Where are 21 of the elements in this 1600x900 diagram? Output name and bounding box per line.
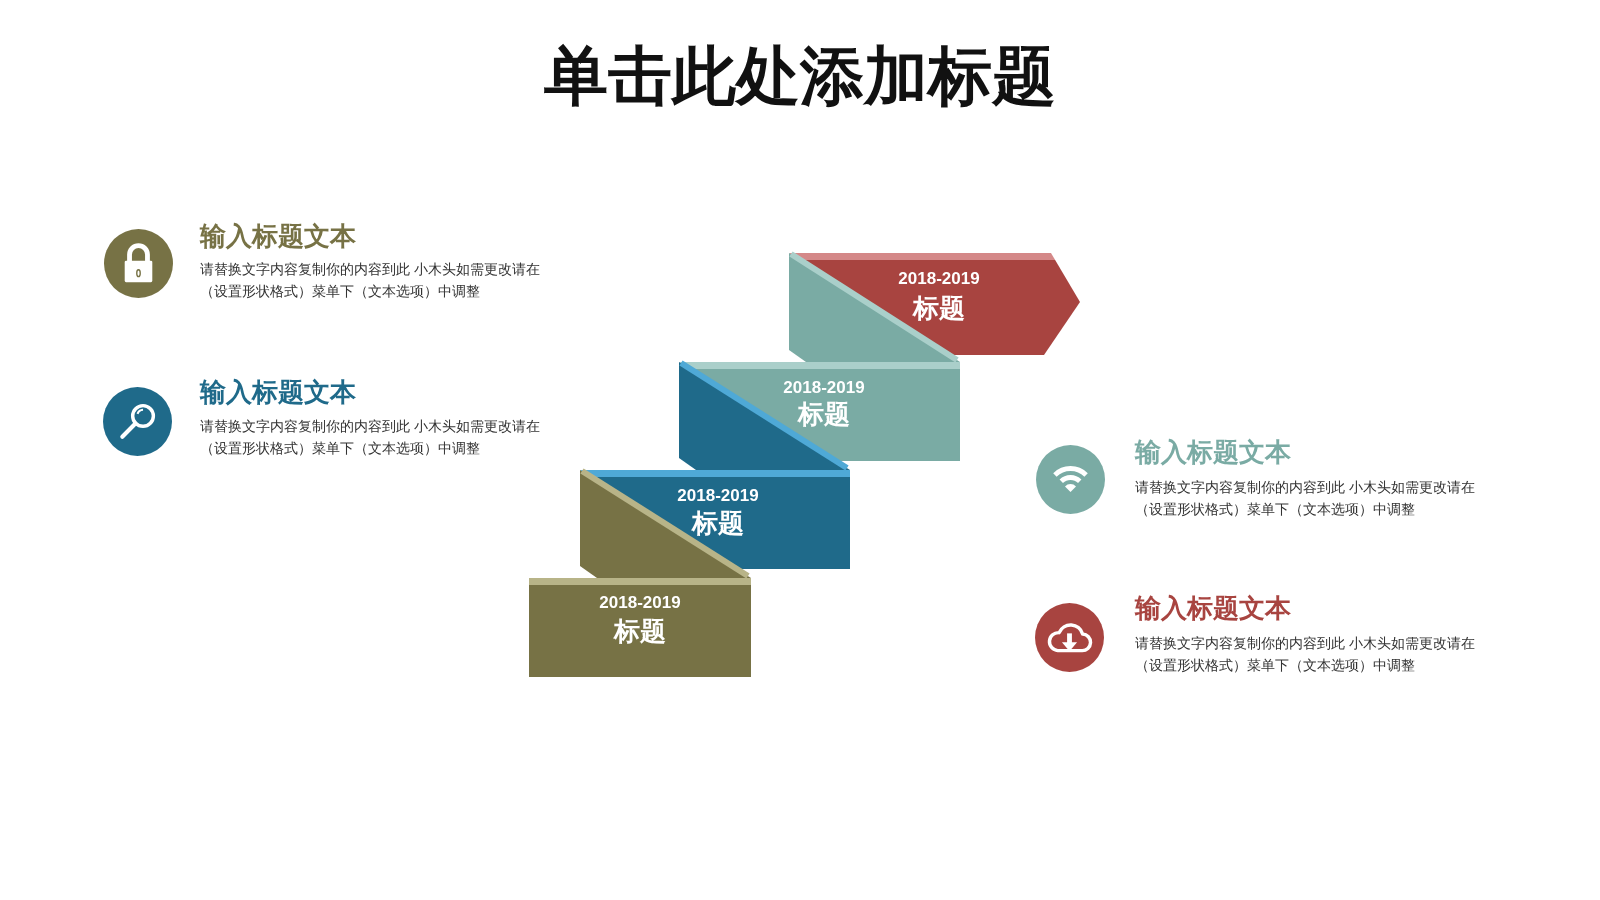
step-title: 标题 (692, 508, 744, 538)
item-heading: 输入标题文本 (1135, 436, 1291, 468)
step-box (679, 362, 960, 461)
item-description: 请替换文字内容复制你的内容到此 小木头如需更改请在（设置形状格式）菜单下（文本选项）中调整 (200, 260, 542, 301)
item-heading: 输入标题文本 (200, 376, 356, 408)
step-title: 标题 (614, 616, 666, 646)
title: 单击此处添加标题 (544, 38, 1056, 115)
step-year: 2018-2019 (599, 593, 681, 613)
step-year: 2018-2019 (783, 378, 865, 398)
step-year: 2018-2019 (898, 269, 980, 289)
step-title: 标题 (913, 293, 965, 323)
step-box (580, 470, 850, 569)
step-title: 标题 (798, 399, 850, 429)
step-year: 2018-2019 (677, 486, 759, 506)
step-box (529, 578, 751, 677)
item-description: 请替换文字内容复制你的内容到此 小木头如需更改请在（设置形状格式）菜单下（文本选项）中调整 (1135, 478, 1477, 519)
item-heading: 输入标题文本 (200, 220, 356, 252)
arrow-step-box (789, 253, 1080, 355)
item-description: 请替换文字内容复制你的内容到此 小木头如需更改请在（设置形状格式）菜单下（文本选项）中调整 (1135, 634, 1477, 675)
item-heading: 输入标题文本 (1135, 592, 1291, 624)
item-description: 请替换文字内容复制你的内容到此 小木头如需更改请在（设置形状格式）菜单下（文本选项）中调整 (200, 417, 542, 458)
